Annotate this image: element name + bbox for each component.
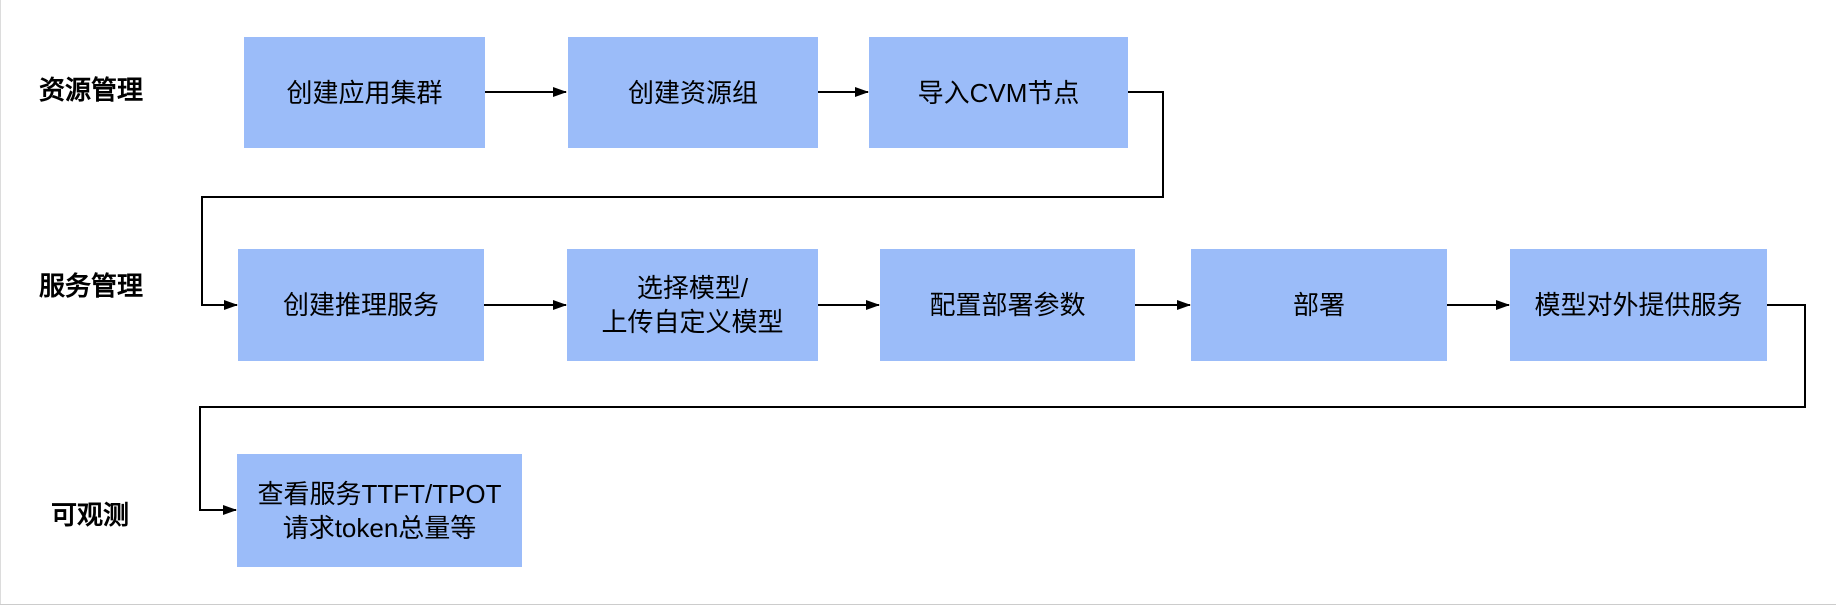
node-create-inference-service: 创建推理服务 <box>238 249 484 361</box>
connector-model-serving-to-observability <box>199 304 1806 515</box>
node-create-resource-group: 创建资源组 <box>568 37 818 148</box>
node-configure-deploy-params: 配置部署参数 <box>880 249 1135 361</box>
node-observability-metrics: 查看服务TTFT/TPOT 请求token总量等 <box>237 454 522 567</box>
row-label-service-management: 服务管理 <box>39 271 144 301</box>
node-select-model-line2: 上传自定义模型 <box>601 307 784 337</box>
page-left-border <box>0 0 1 605</box>
row-label-resource-management: 资源管理 <box>39 75 144 105</box>
node-create-app-cluster-label: 创建应用集群 <box>286 77 443 108</box>
node-create-app-cluster: 创建应用集群 <box>244 37 485 148</box>
node-observability-metrics-line1: 查看服务TTFT/TPOT <box>257 478 502 509</box>
node-model-serving: 模型对外提供服务 <box>1510 249 1767 361</box>
node-create-resource-group-label: 创建资源组 <box>627 77 758 108</box>
node-import-cvm-node-label: 导入CVM节点 <box>917 77 1080 108</box>
node-deploy: 部署 <box>1191 249 1447 361</box>
node-configure-deploy-params-label: 配置部署参数 <box>929 290 1086 320</box>
node-create-inference-service-label: 创建推理服务 <box>282 290 439 320</box>
node-select-model-line1: 选择模型/ <box>636 273 749 303</box>
row-label-observability: 可观测 <box>51 500 130 530</box>
node-model-serving-label: 模型对外提供服务 <box>1534 290 1743 320</box>
node-import-cvm-node: 导入CVM节点 <box>869 37 1128 148</box>
node-select-model: 选择模型/ 上传自定义模型 <box>567 249 818 361</box>
node-observability-metrics-line2: 请求token总量等 <box>282 512 477 543</box>
connector-import-cvm-to-inference-service <box>201 91 1164 310</box>
node-deploy-label: 部署 <box>1292 290 1345 320</box>
